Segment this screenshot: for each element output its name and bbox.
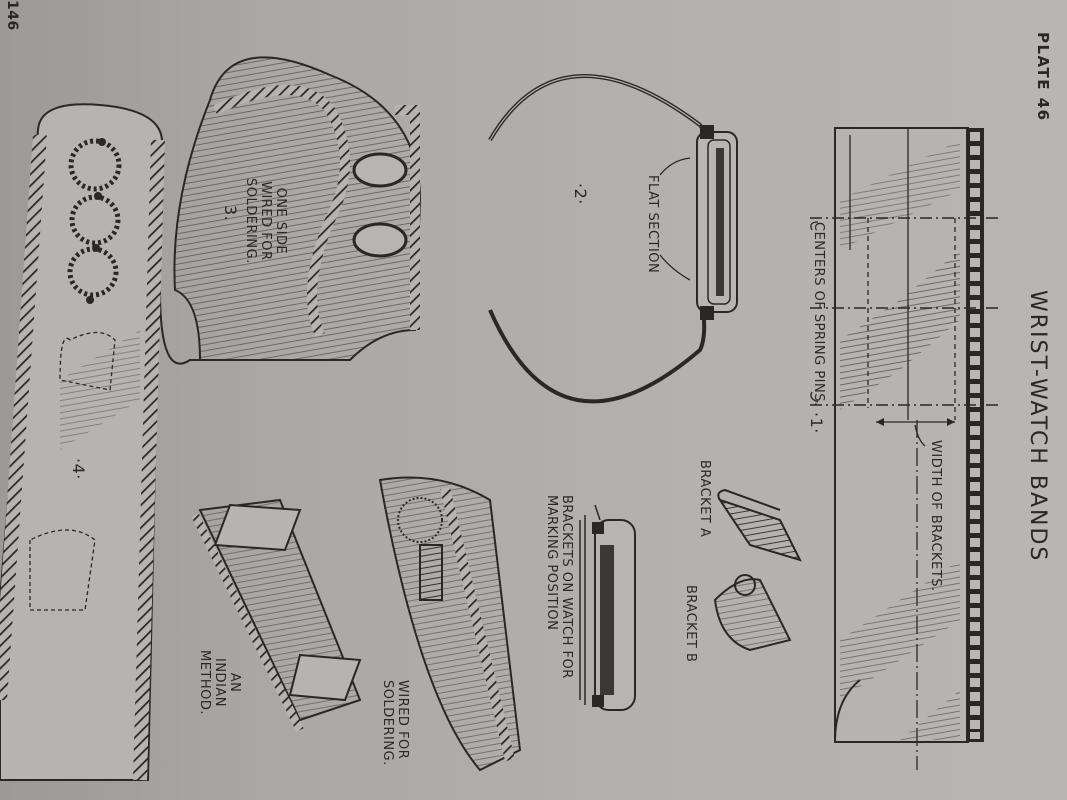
label-line: METHOD. — [197, 650, 212, 716]
brackets-on-watch-drawing — [579, 504, 636, 711]
label-line: BRACKETS ON WATCH FOR — [559, 495, 574, 679]
label-width-of-brackets: WIDTH OF BRACKETS. — [928, 440, 943, 592]
label-an-indian-method: AN INDIAN METHOD. — [197, 650, 242, 715]
wired-for-soldering-drawing — [378, 476, 522, 772]
label-line: MARKING POSITION — [544, 495, 559, 631]
figure-4-number: ·4· — [69, 458, 88, 480]
label-line: WIRED FOR — [258, 181, 273, 261]
indian-method-drawing — [191, 498, 362, 732]
figure-4-strap — [0, 103, 165, 781]
figure-1-number: ·1· — [807, 412, 826, 434]
figure-1-strap — [810, 127, 1000, 770]
label-flat-section: FLAT SECTION — [645, 175, 660, 274]
figure-3-number: 3. — [221, 205, 240, 222]
label-line: SOLDERING. — [380, 680, 395, 766]
label-line: AN — [227, 672, 242, 693]
label-bracket-a: BRACKET A — [697, 460, 712, 538]
figure-2-bangle — [488, 74, 738, 404]
label-line: WIRED FOR — [395, 680, 410, 760]
label-brackets-on-watch: BRACKETS ON WATCH FOR MARKING POSITION — [544, 495, 574, 679]
page-number: 146 — [4, 0, 20, 31]
figure-2-number: ·2· — [571, 183, 590, 205]
label-line: SOLDERING. — [243, 178, 258, 264]
label-centers-of-spring-pins: CENTERS OF SPRING PINS. — [811, 222, 826, 407]
bracket-b-drawing — [713, 574, 792, 652]
label-line: INDIAN — [212, 658, 227, 708]
label-bracket-b: BRACKET B — [683, 585, 698, 663]
bracket-a-drawing — [717, 488, 802, 562]
label-wired-for-soldering: WIRED FOR SOLDERING. — [380, 680, 410, 766]
label-one-side-wired: ONE SIDE WIRED FOR SOLDERING. — [243, 178, 288, 264]
label-line: ONE SIDE — [273, 187, 288, 255]
figure-3-cuff — [159, 56, 422, 365]
page-title: WRIST-WATCH BANDS — [1025, 290, 1050, 563]
plate-label: PLATE 46 — [1034, 32, 1052, 122]
